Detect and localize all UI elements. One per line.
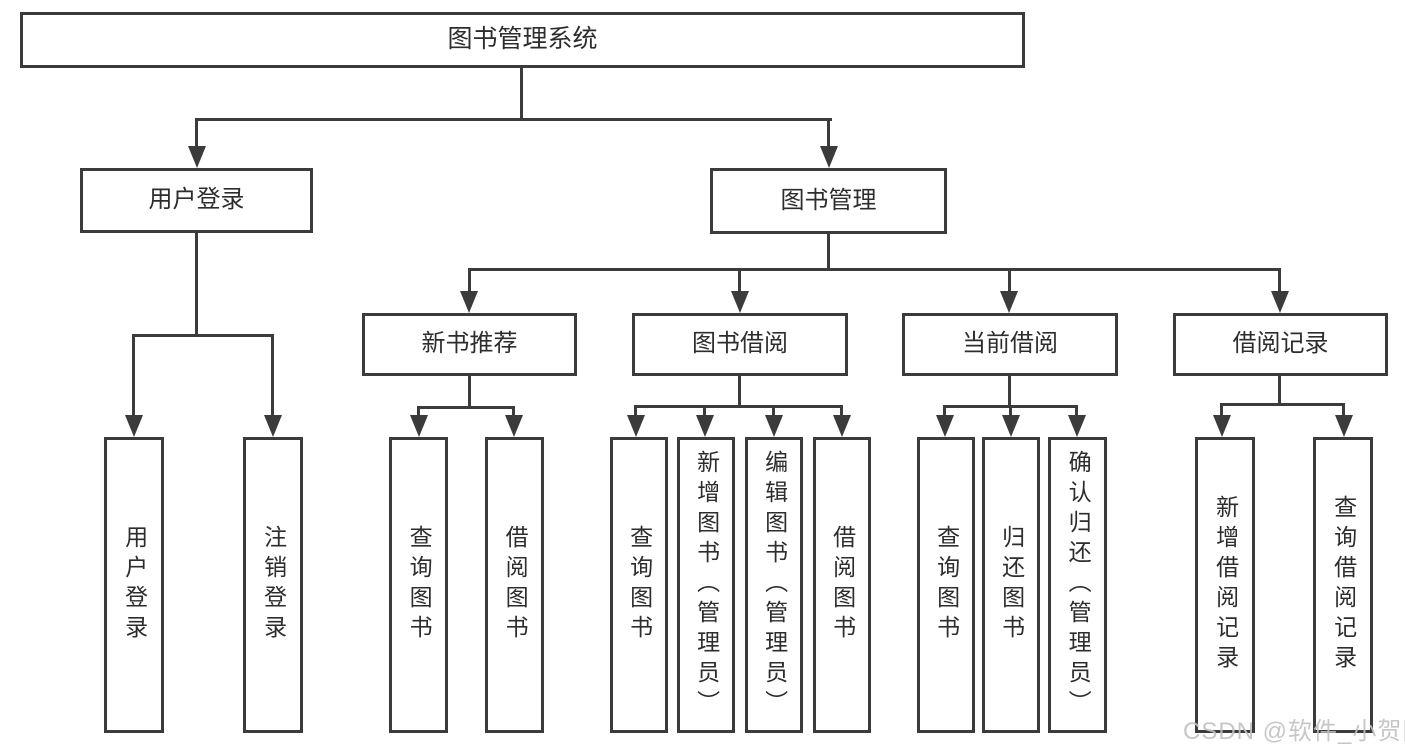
connector-drop-level3 [1278, 268, 1281, 293]
connector-borrow-bus [634, 405, 843, 408]
connector-drop-level3 [738, 268, 741, 293]
arrowhead-icon [505, 415, 523, 437]
leaf-logout-label: 注销登录 [260, 525, 287, 645]
node-system-label: 图书管理系统 [447, 25, 598, 54]
arrowhead-icon [936, 415, 954, 437]
arrowhead-icon [410, 415, 428, 437]
leaf-query-books-borrow-label: 查询图书 [626, 525, 653, 645]
connector-drop-leaf [703, 405, 706, 418]
arrowhead-icon [188, 146, 206, 168]
connector-recommend-bus [417, 406, 515, 409]
arrowhead-icon [696, 415, 714, 437]
node-user-login: 用户登录 [80, 168, 313, 233]
connector-drop-user-login [195, 118, 198, 149]
node-new-book-recommend-label: 新书推荐 [421, 330, 518, 358]
connector-records-stem [1278, 376, 1281, 406]
connector-drop-leaf [1009, 405, 1012, 418]
connector-records-bus [1220, 403, 1345, 406]
leaf-borrow-books-recommend-label: 借阅图书 [502, 525, 529, 645]
connector-drop-leaf [943, 405, 946, 418]
leaf-edit-books-admin: 编辑图书（管理员） [745, 437, 803, 733]
connector-level2-bus [196, 118, 832, 121]
arrowhead-icon [460, 291, 478, 313]
connector-level3-bus [468, 268, 1281, 271]
leaf-add-borrow-record-label: 新增借阅记录 [1212, 495, 1239, 675]
connector-drop-leaf [634, 405, 637, 418]
connector-drop-leaf [417, 406, 420, 418]
arrowhead-icon [833, 415, 851, 437]
leaf-query-books-recommend: 查询图书 [389, 437, 448, 733]
leaf-query-borrow-record-label: 查询借阅记录 [1330, 495, 1357, 675]
connector-userlogin-stem [195, 232, 198, 337]
leaf-borrow-books: 借阅图书 [813, 437, 871, 733]
arrowhead-icon [1271, 291, 1289, 313]
arrowhead-icon [820, 146, 838, 168]
leaf-query-books-recommend-label: 查询图书 [406, 525, 433, 645]
node-book-management-label: 图书管理 [780, 186, 877, 214]
leaf-query-books-current-label: 查询图书 [933, 525, 960, 645]
connector-drop-leaf [772, 405, 775, 418]
arrowhead-icon [264, 415, 282, 437]
arrowhead-icon [1068, 415, 1086, 437]
connector-drop-leaf [512, 406, 515, 418]
arrowhead-icon [765, 415, 783, 437]
connector-root-stem [520, 68, 523, 119]
leaf-add-books-admin: 新增图书（管理员） [677, 437, 735, 733]
leaf-borrow-books-label: 借阅图书 [829, 525, 856, 645]
node-system: 图书管理系统 [20, 12, 1025, 68]
arrowhead-icon [1002, 415, 1020, 437]
connector-drop-leaf [1220, 403, 1223, 418]
leaf-user-login: 用户登录 [104, 437, 164, 733]
node-book-management: 图书管理 [710, 168, 947, 234]
connector-drop-leaf [132, 334, 135, 416]
leaf-user-login-label: 用户登录 [121, 525, 148, 645]
connector-drop-level3 [468, 268, 471, 293]
connector-drop-leaf [840, 405, 843, 418]
arrowhead-icon [627, 415, 645, 437]
node-borrow-records-label: 借阅记录 [1232, 330, 1329, 358]
leaf-return-books: 归还图书 [982, 437, 1040, 733]
leaf-confirm-return-admin-label: 确认归还（管理员） [1065, 450, 1092, 720]
arrowhead-icon [731, 291, 749, 313]
node-borrow-records: 借阅记录 [1173, 313, 1388, 376]
leaf-edit-books-admin-label: 编辑图书（管理员） [761, 450, 788, 720]
node-book-borrow-label: 图书借阅 [692, 330, 788, 358]
connector-drop-book-management [827, 118, 830, 149]
leaf-logout: 注销登录 [243, 437, 303, 733]
csdn-watermark: CSDN @软件_小贺同学 [1183, 718, 1405, 745]
leaf-add-books-admin-label: 新增图书（管理员） [693, 450, 720, 720]
connector-drop-level3 [1008, 268, 1011, 293]
arrowhead-icon [125, 415, 143, 437]
leaf-return-books-label: 归还图书 [998, 525, 1025, 645]
leaf-add-borrow-record: 新增借阅记录 [1195, 437, 1255, 733]
node-book-borrow: 图书借阅 [632, 313, 848, 376]
arrowhead-icon [1335, 415, 1353, 437]
leaf-borrow-books-recommend: 借阅图书 [485, 437, 544, 733]
connector-userlogin-bus [132, 334, 273, 337]
node-user-login-label: 用户登录 [148, 186, 245, 214]
connector-recommend-stem [468, 376, 471, 409]
connector-borrow-stem [738, 376, 741, 408]
leaf-confirm-return-admin: 确认归还（管理员） [1048, 437, 1107, 733]
connector-bookmgmt-stem [827, 233, 830, 269]
connector-current-stem [1008, 376, 1011, 408]
leaf-query-books-current: 查询图书 [917, 437, 975, 733]
node-new-book-recommend: 新书推荐 [362, 313, 577, 376]
node-current-borrow: 当前借阅 [902, 313, 1118, 376]
arrowhead-icon [1000, 291, 1018, 313]
connector-drop-leaf [271, 334, 274, 416]
arrowhead-icon [1213, 415, 1231, 437]
node-current-borrow-label: 当前借阅 [962, 330, 1058, 358]
leaf-query-borrow-record: 查询借阅记录 [1313, 437, 1373, 733]
leaf-query-books-borrow: 查询图书 [610, 437, 668, 733]
connector-drop-leaf [1075, 405, 1078, 418]
connector-drop-leaf [1342, 403, 1345, 418]
